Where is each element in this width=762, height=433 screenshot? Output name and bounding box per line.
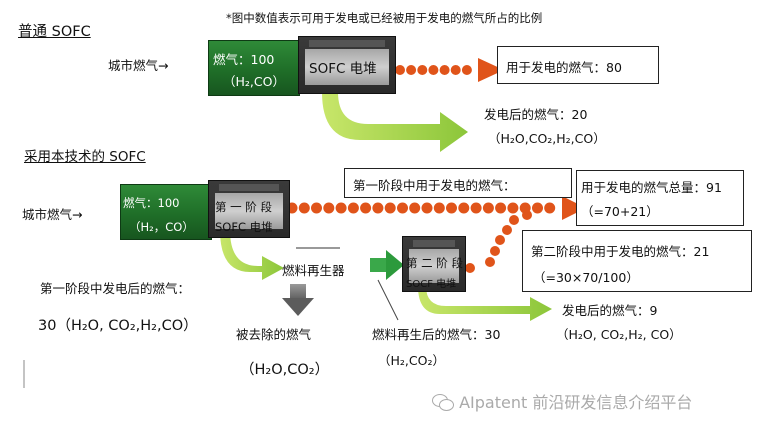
section2-stage2-dots <box>465 210 532 273</box>
section2-total-used-label: 用于发电的燃气总量：91 <box>581 180 722 195</box>
flow-dot <box>409 202 421 214</box>
stack-body <box>409 249 459 283</box>
section1-stack-label: SOFC 电堆 <box>309 61 377 77</box>
stack-body <box>215 193 283 229</box>
flow-dot <box>507 202 519 214</box>
section1-title: 普通 SOFC <box>18 24 91 40</box>
flow-dot <box>482 202 494 214</box>
section2-title: 采用本技术的 SOFC <box>24 149 146 165</box>
final-after-label: 发电后的燃气：9 <box>562 303 658 318</box>
flow-dot <box>433 202 445 214</box>
section2-stage1-used-box: 第一阶段中用于发电的燃气： <box>344 168 572 198</box>
section1-sofc-stack: SOFC 电堆 <box>298 36 396 94</box>
flow-dot <box>360 202 372 214</box>
watermark: AIpatent 前沿研发信息介绍平台 <box>432 389 692 413</box>
flow-dot <box>461 65 472 75</box>
section2-stage2-stack: 第 二 阶 段 SOCF 电堆 <box>402 236 466 292</box>
watermark-text: AIpatent 前沿研发信息介绍平台 <box>459 393 693 412</box>
section2-stage1-line2: SOFC 电堆 <box>215 220 273 234</box>
flow-dot <box>532 202 543 214</box>
section2-fuel-line2: （H₂，CO） <box>129 220 194 234</box>
section2-stage2-line2: SOCF 电堆 <box>406 279 457 290</box>
section2-input-label: 城市燃气→ <box>22 207 83 222</box>
section1-used-box: 用于发电的燃气：80 <box>497 46 659 84</box>
flow-dot <box>470 202 482 214</box>
stack-top-plate <box>309 40 385 47</box>
section2-total-used-box: 用于发电的燃气总量：91 （=70+21） <box>576 170 744 226</box>
section1-used-dots <box>395 65 472 75</box>
section2-stage1-after-label: 第一阶段中发电后的燃气： <box>40 281 191 296</box>
flow-dot <box>372 202 384 214</box>
section1-input-label: 城市燃气→ <box>108 58 169 73</box>
regen-after-pointer <box>377 279 399 321</box>
stack-body <box>305 49 389 85</box>
stack-top-plate <box>413 240 455 247</box>
flow-dot <box>458 202 470 214</box>
section2-fuel-line1: 燃气：100 <box>123 196 180 210</box>
footnote: *图中数值表示可用于发电或已经被用于发电的燃气所占的比例 <box>226 11 543 25</box>
removed-gas-detail: （H₂O,CO₂） <box>240 362 330 378</box>
section1-after-label: 发电后的燃气：20 <box>484 107 588 122</box>
flow-dot <box>544 202 556 214</box>
section2-stage2-used-formula: （=30×70/100） <box>533 270 639 285</box>
flow-dot <box>395 65 405 75</box>
section1-after-detail: （H₂O,CO₂,H₂,CO） <box>488 131 606 146</box>
wechat-icon <box>432 394 454 411</box>
flow-dot <box>421 202 433 214</box>
section2-stage1-arrowhead <box>562 196 586 220</box>
flow-dot <box>495 235 505 245</box>
section2-stage2-used-box: 第二阶段中用于发电的燃气：21 （=30×70/100） <box>522 230 752 292</box>
flow-dot <box>417 65 428 75</box>
section2-stage1-stack: 第 一 阶 段 SOFC 电堆 <box>208 180 290 238</box>
stack-top-plate <box>219 184 279 191</box>
flow-dot <box>495 202 507 214</box>
flow-dot <box>502 225 512 235</box>
section2-stage1-used-label: 第一阶段中用于发电的燃气： <box>353 178 516 193</box>
flow-dot <box>446 202 457 214</box>
section2-stage2-line1: 第 二 阶 段 <box>406 256 463 270</box>
section2-stage1-line1: 第 一 阶 段 <box>215 200 272 214</box>
section1-used-label: 用于发电的燃气：80 <box>506 60 622 75</box>
flow-dot <box>509 215 519 225</box>
section1-fuel-line2: （H₂,CO） <box>223 74 285 89</box>
flow-dot <box>465 263 475 273</box>
section2-stage1-dots <box>286 202 556 214</box>
section2-stage1-after-arrow <box>220 230 284 280</box>
section1-used-arrowhead <box>478 58 504 82</box>
regen-after-detail: （H₂,CO₂） <box>378 353 445 368</box>
flow-dot <box>428 65 439 75</box>
flow-dot <box>335 202 347 214</box>
section2-stage1-after-detail: 30（H₂O, CO₂,H₂,CO） <box>38 318 198 334</box>
removed-gas-arrow <box>282 284 314 316</box>
flow-dot <box>439 65 450 75</box>
section1-fuel-line1: 燃气：100 <box>213 52 275 67</box>
regenerator-to-stage2-arrow <box>370 250 404 280</box>
flow-dot <box>406 65 417 75</box>
flow-dot <box>450 65 461 75</box>
flow-dot <box>522 210 532 220</box>
stage2-after-arrow <box>418 286 552 321</box>
section2-fuel-box: 燃气：100 （H₂，CO） <box>120 184 212 240</box>
section2-total-used-formula: （=70+21） <box>581 204 659 219</box>
flow-dot <box>323 202 335 214</box>
flow-dot <box>384 202 396 214</box>
flow-dot <box>397 202 408 214</box>
final-after-detail: （H₂O, CO₂,H₂, CO） <box>556 327 682 342</box>
flow-dot <box>490 246 500 256</box>
section1-after-arrow <box>322 92 468 152</box>
flow-dot <box>347 202 359 214</box>
removed-gas-label: 被去除的燃气 <box>236 327 312 342</box>
regenerator-label: 燃料再生器 <box>282 263 345 278</box>
regen-after-label: 燃料再生后的燃气：30 <box>372 327 501 342</box>
flow-dot <box>298 202 310 214</box>
section2-stage2-used-label: 第二阶段中用于发电的燃气：21 <box>531 244 710 259</box>
flow-dot <box>311 202 322 214</box>
section1-fuel-box: 燃气：100 （H₂,CO） <box>208 40 300 96</box>
flow-dot <box>485 257 495 267</box>
